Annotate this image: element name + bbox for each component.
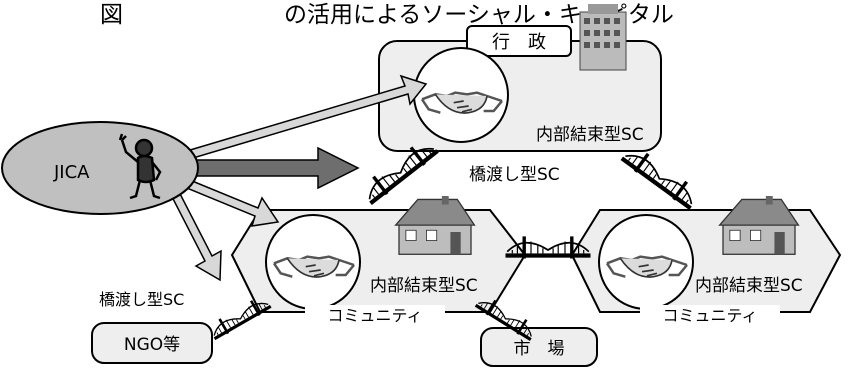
person-icon — [118, 133, 162, 200]
gov-label: 行 政 — [492, 32, 546, 53]
market-box — [480, 327, 598, 367]
jica-node — [1, 121, 199, 215]
ngo-box — [91, 322, 213, 364]
market-label: 市 場 — [514, 339, 565, 359]
jica-label: JICA — [53, 162, 90, 183]
arrow-to-ngo — [168, 184, 222, 282]
community-right-sc-label: 内部結束型SC — [695, 276, 803, 296]
bridge-icon — [620, 143, 702, 211]
arrow-to-gov-bold — [184, 146, 360, 190]
ngo-label: NGO等 — [124, 335, 180, 355]
arrow-to-community-left — [176, 175, 280, 227]
bridging-sc-label-ngo: 橋渡し型SC — [99, 290, 184, 309]
bridging-sc-label-top: 橋渡し型SC — [469, 165, 560, 185]
community-left-sc-label: 内部結束型SC — [370, 276, 478, 296]
community-left-label: コミュニティ — [327, 306, 422, 325]
community-right-label: コミュニティ — [662, 306, 757, 325]
diagram-title: 図 の活用によるソーシャル・キャピタル — [100, 2, 674, 28]
arrow-to-gov — [179, 74, 428, 162]
gov-circle — [413, 47, 509, 143]
gov-sc-label: 内部結束型SC — [536, 125, 644, 145]
building-icon — [579, 4, 627, 71]
gov-label-box — [466, 25, 572, 57]
house-icon — [718, 196, 800, 255]
house-icon — [394, 196, 476, 255]
